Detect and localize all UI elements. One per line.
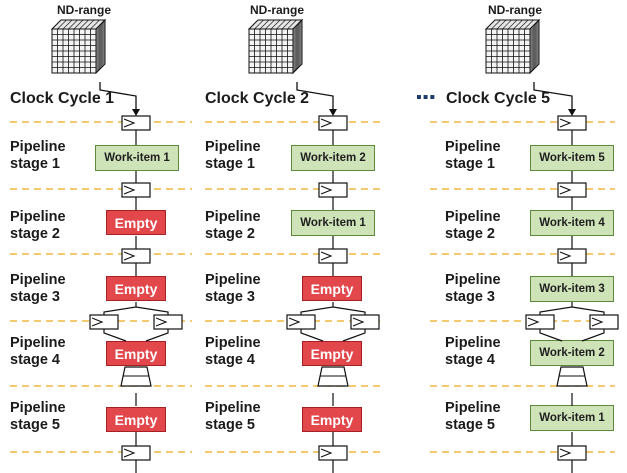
- register-icon: [557, 445, 587, 461]
- register-icon: [557, 115, 587, 131]
- nd-range-label: ND-range: [488, 3, 543, 17]
- connector-line: [581, 329, 605, 342]
- nd-range-label: ND-range: [57, 3, 112, 17]
- register-icon: [318, 248, 348, 264]
- empty-box: Empty: [302, 407, 362, 432]
- register-icon: [320, 185, 333, 195]
- register-icon: [89, 314, 119, 330]
- connector-line: [342, 329, 366, 342]
- arrow-icon: [568, 109, 576, 116]
- register-icon: [123, 251, 136, 261]
- register-icon: [123, 448, 136, 458]
- register-icon: [320, 118, 333, 128]
- connector-line: [135, 306, 169, 315]
- register-icon: [527, 317, 540, 327]
- ellipsis-dots: ▪▪▪: [416, 89, 437, 106]
- work-item-box: Work-item 1: [530, 405, 614, 431]
- clock-cycle-label: Clock Cycle 5: [446, 90, 551, 107]
- arrow-icon: [533, 82, 573, 110]
- register-icon: [121, 445, 151, 461]
- work-item-box: Work-item 1: [95, 145, 179, 171]
- connector-line: [145, 329, 169, 342]
- register-icon: [320, 448, 333, 458]
- work-item-box: Work-item 1: [291, 210, 375, 236]
- register-icon: [155, 317, 168, 327]
- register-icon: [288, 317, 301, 327]
- cube-icon: [247, 18, 304, 75]
- empty-box: Empty: [106, 276, 166, 301]
- cube-icon: [484, 18, 541, 75]
- nd-range-label: ND-range: [250, 3, 305, 17]
- register-icon: [591, 317, 604, 327]
- empty-box: Empty: [106, 210, 166, 235]
- register-icon: [318, 182, 348, 198]
- connector-line: [300, 329, 324, 342]
- register-icon: [557, 182, 587, 198]
- arrow-icon: [132, 109, 140, 116]
- clock-cycle-label: Clock Cycle 2: [205, 90, 310, 107]
- register-icon: [121, 248, 151, 264]
- register-icon: [123, 185, 136, 195]
- register-icon: [350, 314, 380, 330]
- register-icon: [318, 115, 348, 131]
- work-item-box: Work-item 5: [530, 145, 614, 171]
- empty-box: Empty: [106, 341, 166, 366]
- connector-line: [103, 329, 127, 342]
- arrow-icon: [296, 82, 334, 110]
- register-icon: [320, 251, 333, 261]
- clock-cycle-label: Clock Cycle 1: [10, 90, 115, 107]
- connector-line: [571, 306, 605, 315]
- register-icon: [525, 314, 555, 330]
- empty-box: Empty: [302, 276, 362, 301]
- register-icon: [121, 115, 151, 131]
- work-item-box: Work-item 2: [291, 145, 375, 171]
- connector-line: [539, 329, 563, 342]
- arrow-icon: [329, 109, 337, 116]
- empty-box: Empty: [302, 341, 362, 366]
- register-icon: [589, 314, 619, 330]
- register-icon: [559, 185, 572, 195]
- work-item-box: Work-item 3: [530, 276, 614, 302]
- connector-line: [332, 306, 366, 315]
- register-icon: [352, 317, 365, 327]
- register-icon: [286, 314, 316, 330]
- cube-icon: [50, 18, 107, 75]
- work-item-box: Work-item 4: [530, 210, 614, 236]
- register-icon: [318, 445, 348, 461]
- arrow-icon: [99, 82, 137, 110]
- register-icon: [559, 448, 572, 458]
- register-icon: [91, 317, 104, 327]
- connector-line: [539, 302, 573, 315]
- work-item-box: Work-item 2: [530, 340, 614, 366]
- register-icon: [559, 251, 572, 261]
- register-icon: [121, 182, 151, 198]
- register-icon: [557, 248, 587, 264]
- connector-line: [103, 302, 137, 315]
- register-icon: [153, 314, 183, 330]
- register-icon: [559, 118, 572, 128]
- empty-box: Empty: [106, 407, 166, 432]
- register-icon: [123, 118, 136, 128]
- connector-line: [300, 302, 334, 315]
